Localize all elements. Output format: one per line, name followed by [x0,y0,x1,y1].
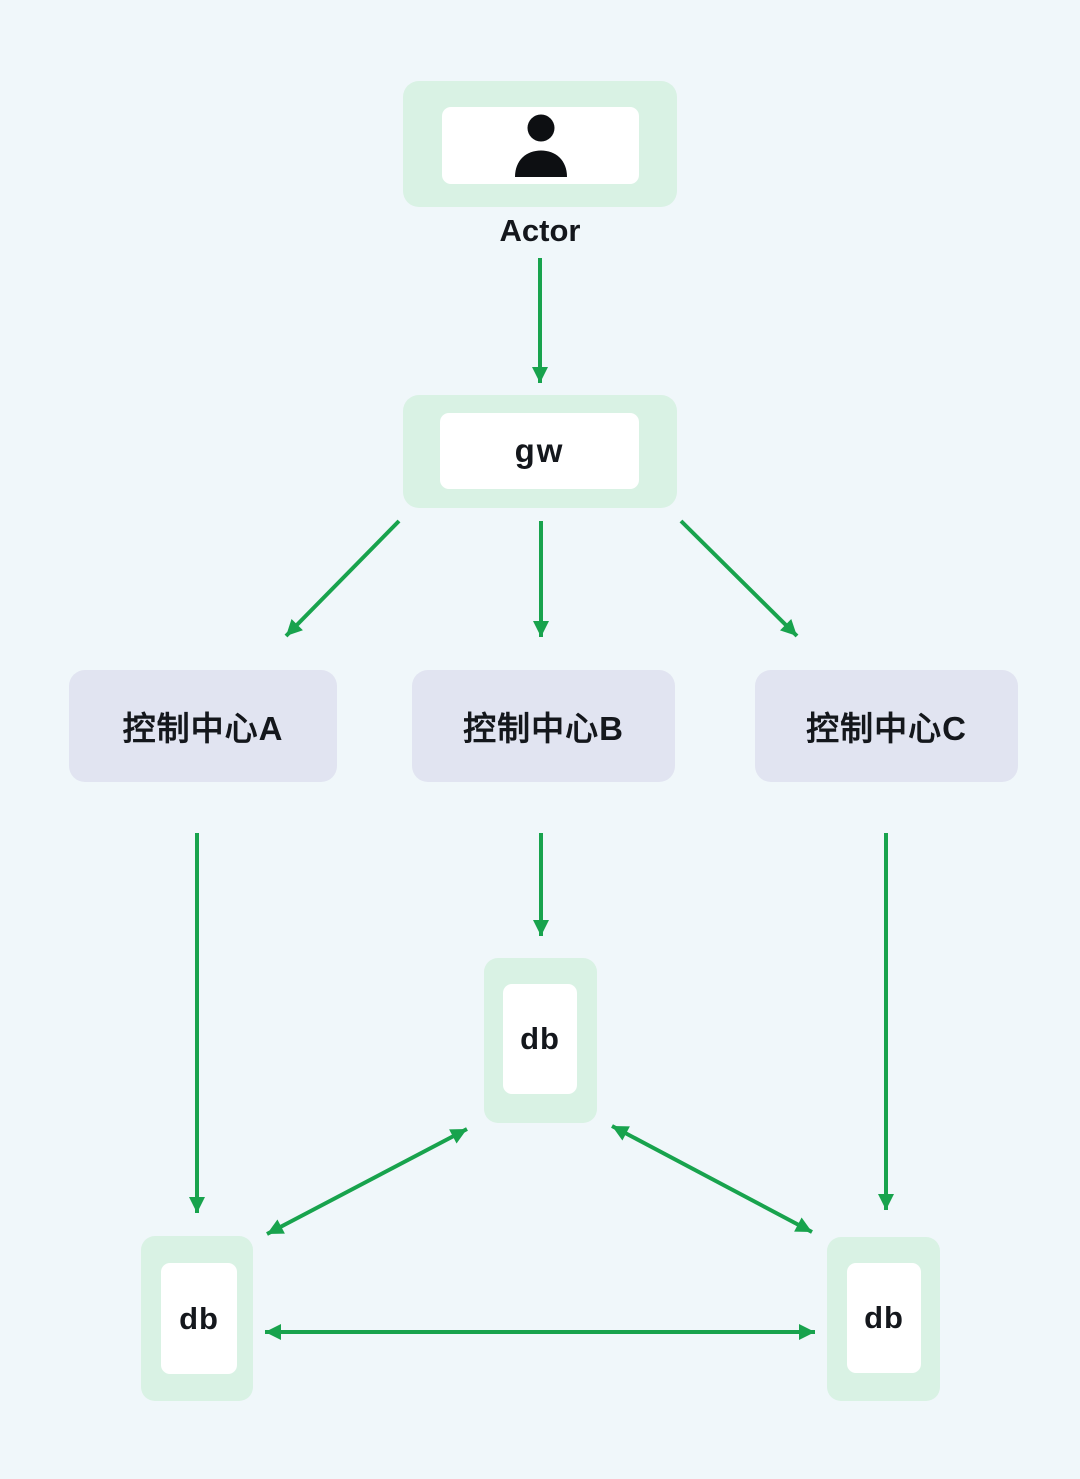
actor-node-frame [442,107,639,184]
edge-gw-to-control-c [679,519,799,638]
gateway-node-frame: gw [440,413,639,489]
db-right-label: db [864,1300,904,1335]
person-icon [513,113,569,179]
gateway-node: gw [403,395,677,508]
actor-label: Actor [499,213,581,248]
db-left-node-frame: db [161,1263,237,1374]
db-left-node: db [141,1236,253,1401]
control-center-b-node: 控制中心B [412,670,675,782]
control-center-c-node: 控制中心C [755,670,1018,782]
control-center-b-label: 控制中心B [463,710,624,747]
db-right-node-frame: db [847,1263,921,1373]
db-right-node: db [827,1237,940,1401]
db-center-label: db [520,1021,560,1056]
db-center-node: db [484,958,597,1123]
control-center-a-node: 控制中心A [69,670,337,782]
edge-gw-to-control-a [284,519,401,638]
db-left-label: db [179,1300,219,1336]
control-center-c-label: 控制中心C [806,710,967,747]
actor-node [403,81,677,207]
db-center-node-frame: db [503,984,577,1094]
edge-db-center-db-right [611,1124,813,1234]
edge-db-center-db-left [266,1127,468,1236]
gateway-label: gw [514,432,565,469]
control-center-a-label: 控制中心A [122,710,284,747]
